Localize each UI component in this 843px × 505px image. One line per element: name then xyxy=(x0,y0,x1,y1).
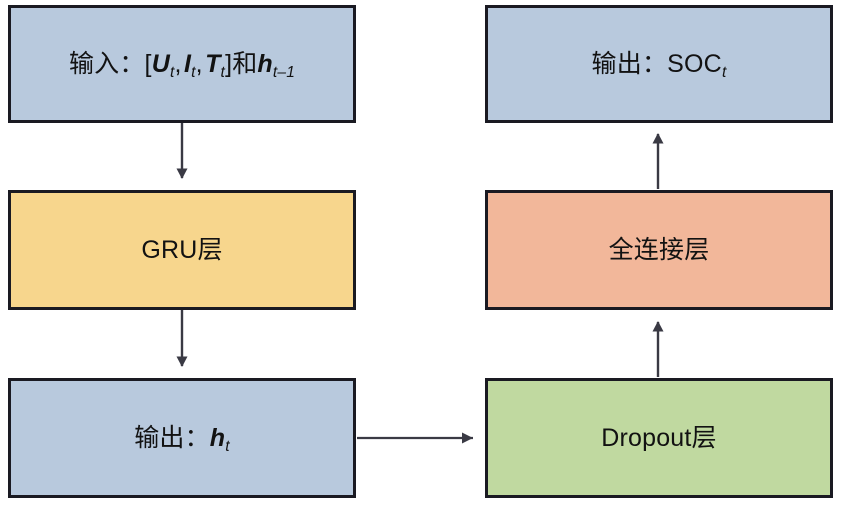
soc-text: SOC xyxy=(667,49,722,78)
var-voltage: U xyxy=(151,49,170,78)
node-fully-connected-layer[interactable]: 全连接层 xyxy=(485,190,833,310)
var-hidden-state-subscript: t xyxy=(225,437,230,455)
node-input-label: 输入：[Ut, It, Tt]和ht–1 xyxy=(68,49,296,81)
soc-subscript: t xyxy=(721,63,727,81)
var-hidden-state: h xyxy=(209,423,226,452)
conjunction-and: 和 xyxy=(232,49,258,78)
hidden-output-prefix-text: 输出： xyxy=(134,423,210,452)
node-input[interactable]: 输入：[Ut, It, Tt]和ht–1 xyxy=(8,5,356,123)
node-gru-layer[interactable]: GRU层 xyxy=(8,190,356,310)
input-prefix-text: 输入： xyxy=(68,49,145,78)
node-fully-connected-layer-label: 全连接层 xyxy=(608,235,710,264)
node-dropout-layer[interactable]: Dropout层 xyxy=(485,378,833,498)
node-hidden-output[interactable]: 输出：ht xyxy=(8,378,356,498)
var-current-subscript: t xyxy=(191,63,196,81)
var-voltage-subscript: t xyxy=(169,63,175,81)
node-output-soc[interactable]: 输出：SOCt xyxy=(485,5,833,123)
var-current: I xyxy=(183,49,192,78)
node-hidden-output-label: 输出：ht xyxy=(134,423,230,455)
output-prefix-text: 输出： xyxy=(591,49,668,78)
node-gru-layer-label: GRU层 xyxy=(141,235,223,264)
bracket-close: ] xyxy=(225,49,233,78)
var-hidden-prev-subscript: t–1 xyxy=(272,63,296,81)
var-hidden-prev: h xyxy=(257,49,273,78)
bracket-open: [ xyxy=(144,49,152,78)
node-output-soc-label: 输出：SOCt xyxy=(591,49,727,81)
node-dropout-layer-label: Dropout层 xyxy=(601,423,717,452)
comma-2: , xyxy=(195,49,203,78)
comma-1: , xyxy=(174,49,182,78)
var-temperature: T xyxy=(205,49,221,78)
var-temperature-subscript: t xyxy=(220,63,226,81)
